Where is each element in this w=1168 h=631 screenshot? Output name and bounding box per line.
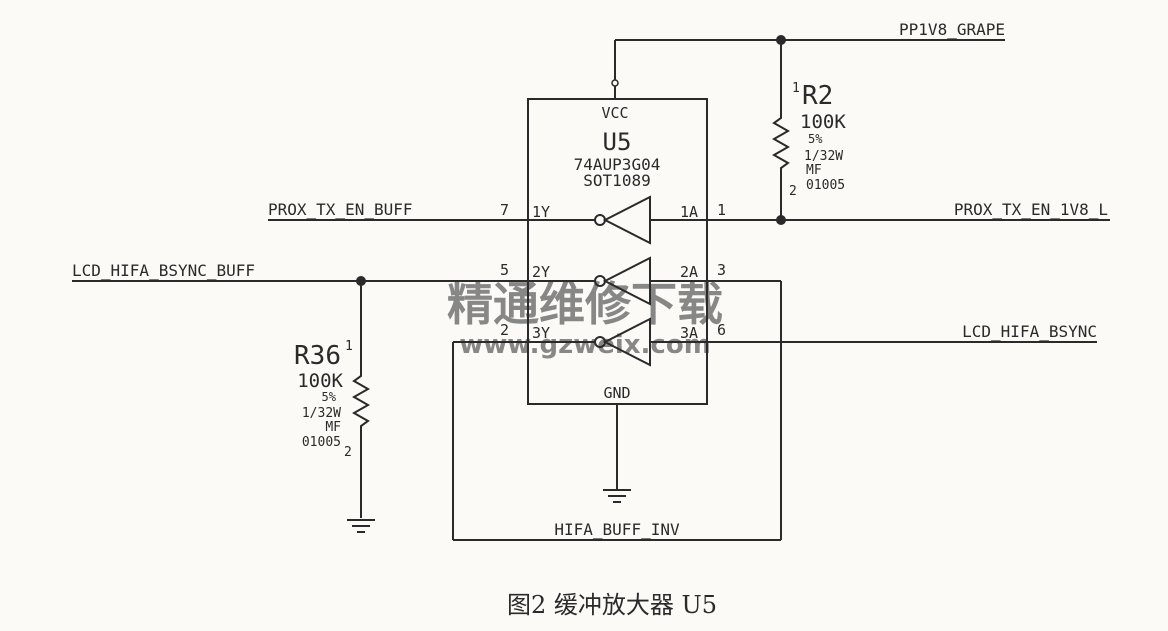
net-label-prox-tx-en-buff: PROX_TX_EN_BUFF	[268, 200, 413, 219]
r2-pin2-label: 2	[789, 184, 797, 199]
pin-name-3a: 3A	[680, 324, 698, 342]
inverter-bubble-2	[594, 275, 606, 287]
pin-number-5: 5	[500, 261, 509, 279]
r2-pin1-label: 1	[792, 81, 800, 96]
pin-name-3y: 3Y	[532, 324, 550, 342]
figure-caption: 图2 缓冲放大器 U5	[507, 591, 717, 619]
u5-reference: U5	[603, 128, 632, 156]
resistor-r36-symbol	[351, 368, 371, 432]
pin-number-7: 7	[500, 201, 509, 219]
pin-name-2a: 2A	[680, 263, 698, 281]
inverter-gate-3	[602, 317, 651, 367]
inverter-gate-1	[602, 195, 651, 245]
junction-dot	[356, 276, 366, 286]
pin-name-2y: 2Y	[532, 263, 550, 281]
r2-reference: R2	[802, 81, 833, 111]
pin-number-6: 6	[717, 321, 726, 339]
inverter-bubble-3	[594, 336, 606, 348]
r2-tolerance: 5%	[808, 132, 823, 146]
net-label-lcd-hifa-bsync-buff: LCD_HIFA_BSYNC_BUFF	[72, 261, 255, 280]
net-label-hifa-buff-inv: HIFA_BUFF_INV	[554, 520, 680, 539]
r36-reference: R36	[294, 341, 341, 371]
r36-tolerance: 5%	[322, 390, 337, 404]
net-label-lcd-hifa-bsync: LCD_HIFA_BSYNC	[962, 322, 1097, 341]
u5-vcc-label: VCC	[601, 104, 628, 122]
pin-number-2: 2	[500, 321, 509, 339]
inverter-gate-2	[602, 256, 651, 306]
junction-dot	[776, 215, 786, 225]
r36-pin1-label: 1	[345, 339, 353, 354]
r36-pin2-label: 2	[344, 445, 352, 460]
vcc-pin-marker	[611, 79, 619, 87]
junction-dot	[776, 35, 786, 45]
r2-power: 1/32W	[804, 149, 843, 164]
wires	[72, 39, 1110, 541]
inverter-bubble-1	[594, 214, 606, 226]
ground-symbol-u5	[603, 489, 631, 503]
resistor-r2-symbol	[771, 110, 791, 176]
r2-type: MF	[806, 163, 822, 178]
u5-part-number: 74AUP3G04	[574, 155, 661, 174]
u5-gnd-label: GND	[603, 384, 630, 402]
junction-dots	[356, 35, 786, 286]
watermark-url: www.gzweix.com	[459, 330, 711, 360]
r2-value: 100K	[800, 111, 846, 133]
r36-size: 01005	[302, 435, 341, 450]
ground-symbol-r36	[347, 519, 375, 533]
pin-number-3: 3	[717, 261, 726, 279]
pin-name-1a: 1A	[680, 203, 698, 221]
watermark-title: 精通维修下载	[447, 277, 723, 331]
u5-package: SOT1089	[583, 171, 650, 190]
r36-type: MF	[325, 420, 341, 435]
r36-power: 1/32W	[302, 406, 341, 421]
net-label-prox-tx-en-1v8-l: PROX_TX_EN_1V8_L	[954, 200, 1108, 219]
pin-number-1: 1	[717, 201, 726, 219]
ic-u5-body	[527, 98, 708, 405]
inverters	[594, 195, 651, 367]
r36-value: 100K	[297, 370, 343, 392]
r2-size: 01005	[806, 178, 845, 193]
pin-name-1y: 1Y	[532, 203, 550, 221]
net-label-pp1v8-grape: PP1V8_GRAPE	[899, 20, 1005, 39]
